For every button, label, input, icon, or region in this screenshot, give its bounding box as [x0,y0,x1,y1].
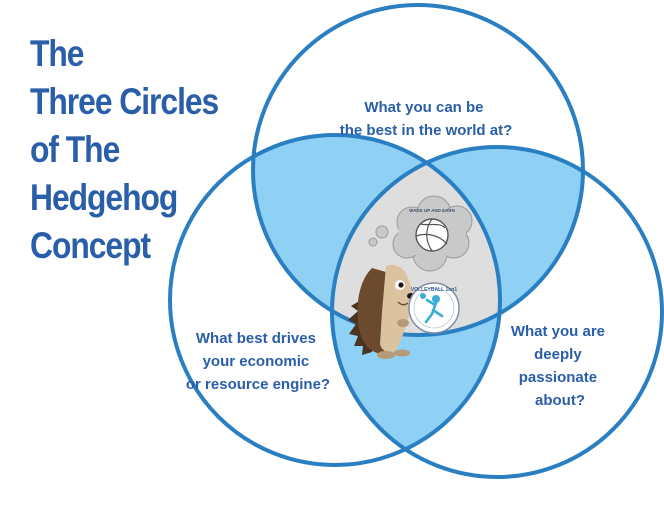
label-line: about? [535,392,585,409]
logo-text: VOLLEYBALL 1on1 [411,287,458,293]
label-line: or resource engine? [186,376,330,393]
circle-right-label: What you are deeply passionate about? [511,323,609,409]
page-title: The Three Circles of The Hedgehog Concep… [30,30,219,270]
label-line: What best drives [196,330,316,347]
title-line: Three Circles [30,81,219,122]
title-line: Hedgehog [30,177,178,218]
thought-cloud: WAKE UP AND EARN [368,195,473,272]
thought-logo-text: WAKE UP AND EARN [409,208,455,213]
circle-top-label: What you can be the best in the world at… [340,99,513,139]
label-line: What you can be [364,99,483,116]
circle-right [330,145,664,479]
label-line: deeply [534,346,582,363]
title-line: Concept [30,225,151,266]
label-line: your economic [203,353,310,370]
volleyball-logo: VOLLEYBALL 1on1 [408,282,460,334]
volleyball-icon [415,218,449,252]
circle-left [168,133,502,467]
label-line: passionate [519,369,597,386]
title-line: The [30,33,85,74]
hedgehog-icon [348,264,415,359]
circle-left-label: What best drives your economic or resour… [186,330,330,393]
label-line: the best in the world at? [340,122,513,139]
title-line: of The [30,129,120,170]
label-line: What you are [511,323,605,340]
